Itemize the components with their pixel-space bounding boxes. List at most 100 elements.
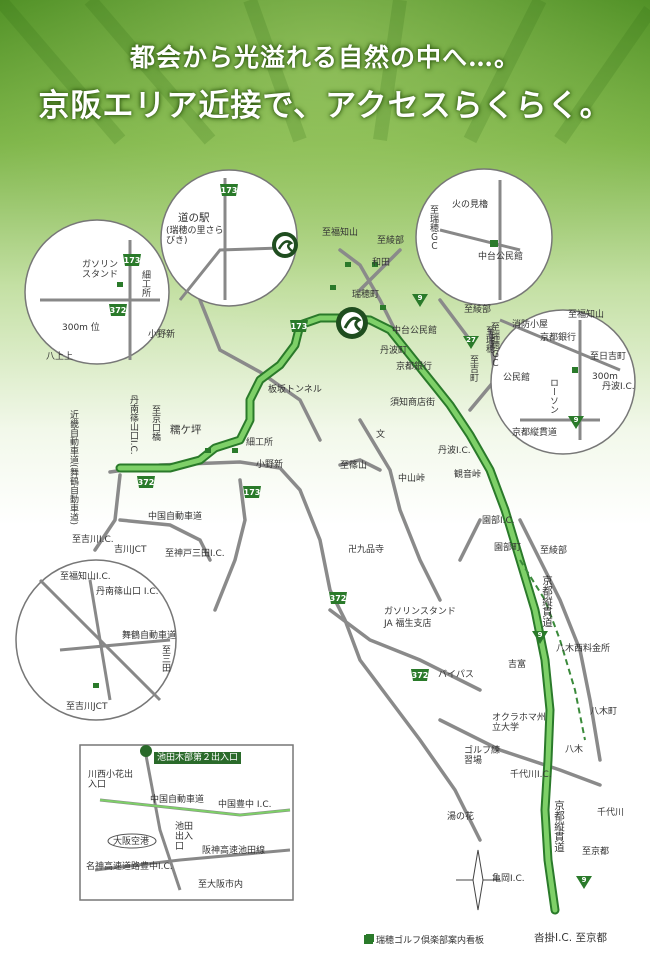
yagi: 八木 [565,745,584,755]
sonobe-ic: 園部I.C. [482,516,515,526]
kyoto-jukan-1: 京都縦貫道 [541,575,553,628]
kb-tamba-ic: 丹波I.C. [602,382,635,392]
signboard-icon [364,935,373,944]
chugoku-main: 中国自動車道 [148,512,203,522]
to-osaka-city: 至大阪市内 [198,880,244,890]
to-yokawa-ic: 至吉川I.C. [72,535,114,545]
road-to-ayabe-2: 至綾部 [464,305,492,315]
wada-label: 和田 [372,258,391,268]
chiyokawa-ic: 千代川I.C. [510,770,552,780]
svg-text:9: 9 [418,294,423,302]
kyoto-jukan-2: 京都縦貫道 [553,800,565,853]
kannon-pass: 観音峠 [454,470,482,480]
svg-text:372: 372 [138,478,155,487]
kb-kyoto-bank: 京都銀行 [540,333,577,343]
nakadai-label: 中台公民館 [392,326,438,336]
toyonaka-ic: 中国豊中 I.C. [218,800,272,810]
to-kyoguchi: 至京口橋 [150,405,160,441]
kb-hall: 公民館 [503,373,531,383]
to-kyoto: 至京都 [582,847,610,857]
onoshin-label: 小野新 [148,330,176,340]
svg-text:173: 173 [124,256,141,265]
yokawa-jct: 吉川JCT [114,545,147,555]
kawanishi-exit: 川西小花出入口 [88,770,134,790]
svg-text:9: 9 [538,631,543,639]
mizuho-town-label: 瑞穂町 [352,290,380,300]
headline-line-1: 都会から光溢れる自然の中へ…。 [129,43,520,72]
hinomi-label: 火の見櫓 [452,200,489,210]
nakayama-pass: 中山峠 [398,474,426,484]
to-sasayama: 至篠山 [340,461,368,471]
distance-300m-label: 300m 位 [62,323,100,333]
to-mizuho-gc-label: 至瑞穂ＧＣ [428,205,438,250]
meishin-toyonaka: 名神高速道路豊中I.C. [86,862,173,872]
yunohana: 湯の花 [447,812,475,822]
kb-fire-hut: 消防小屋 [512,320,549,330]
station-subtitle: (瑞穂の里さらびき) [166,226,224,246]
tamba-ic-main: 丹波I.C. [438,446,471,456]
school-1: 文 [376,430,386,440]
svg-text:173: 173 [291,322,308,331]
to-ayabe-3: 至綾部 [540,546,568,556]
ikeda-kibe-exit: 池田木部第２出入口 [154,752,242,764]
svg-text:372: 372 [110,306,127,315]
station-title: 道の駅 [178,212,210,224]
gas-label: ガソリンスタンド [82,260,119,280]
yakami-label: 八上上 [46,352,74,362]
ikeda-exit: 池田出入口 [175,822,194,852]
yagi-west-toll: 八木西料金所 [556,644,611,654]
jct-to-sanda: 至三田 [160,645,170,672]
kyoto-bank-label: 京都銀行 [396,362,433,372]
road-to-yoshi: 至吉町 [468,355,478,382]
svg-text:173: 173 [221,186,238,195]
kb-kyoto-jukan: 京都縦貫道 [512,428,558,438]
svg-text:372: 372 [330,594,347,603]
tamba-town-label: 丹波町 [380,346,408,356]
kb-lawson: ローソン [548,378,558,414]
tsubo-label: 糯ケ坪 [170,424,202,436]
kameoka-ic: 亀岡I.C. [492,874,525,884]
jct-to-yokawa: 至吉川JCT [66,702,108,712]
saikusho-main: 細工所 [246,438,274,448]
golf-range: ゴルフ練習場 [464,746,501,766]
legend: 瑞穂ゴルフ倶楽部案内看板 [364,933,484,946]
osaka-airport: 大阪空港 [113,837,150,847]
kb-300m: 300m [592,372,618,382]
svg-text:9: 9 [574,416,579,424]
legend-text: 瑞穂ゴルフ倶楽部案内看板 [376,936,485,946]
yoshitomi: 吉富 [508,660,527,670]
onoshin-main: 小野新 [256,460,284,470]
road-to-mizuho: 至瑞穂 [484,326,494,353]
road-to-ayabe-1: 至綾部 [377,236,405,246]
kb-to-mizuho-gc: 至瑞穂ＧＣ [489,322,499,367]
kuhon-temple: 卍九品寺 [348,545,385,555]
bypass: バイパス [438,670,474,680]
ja-branch: JA 福生支店 [384,619,432,629]
itasaka-tunnel: 板坂トンネル [268,385,322,395]
chugoku-expwy: 中国自動車道 [150,795,205,805]
oklahoma-univ: オクラホマ州立大学 [492,713,546,733]
svg-text:27: 27 [466,336,476,344]
kinki-expwy: 近畿自動車道(舞鶴自動車道) [68,410,78,526]
yagi-town: 八木町 [590,707,618,717]
tannan-ic-main: 丹南篠山口I.C. [128,395,138,455]
jct-maizuru: 舞鶴自動車道 [122,631,177,641]
headline-line-2: 京阪エリア近接で、アクセスらくらく。 [38,88,612,124]
kb-to-fukuchiyama: 至福知山 [568,310,605,320]
road-to-fukuchiyama: 至福知山 [322,228,359,238]
nakadai-hall-label: 中台公民館 [478,252,524,262]
to-kobe-sanda: 至神戸三田I.C. [165,549,225,559]
saikusho-label: 細工所 [140,270,150,297]
gas-station-main: ガソリンスタンド [384,607,456,617]
shuchi-shotengai: 須知商店街 [390,398,436,408]
svg-text:372: 372 [412,671,429,680]
svg-text:9: 9 [582,876,587,884]
svg-text:173: 173 [244,488,261,497]
kb-to-hiyoshi: 至日吉町 [590,352,627,362]
hanshin-ikeda: 阪神高速池田線 [202,846,266,856]
chiyokawa: 千代川 [597,808,625,818]
sonobe-town: 園部町 [494,543,522,553]
jct-to-fukuchiyama: 至福知山I.C. [60,572,111,582]
